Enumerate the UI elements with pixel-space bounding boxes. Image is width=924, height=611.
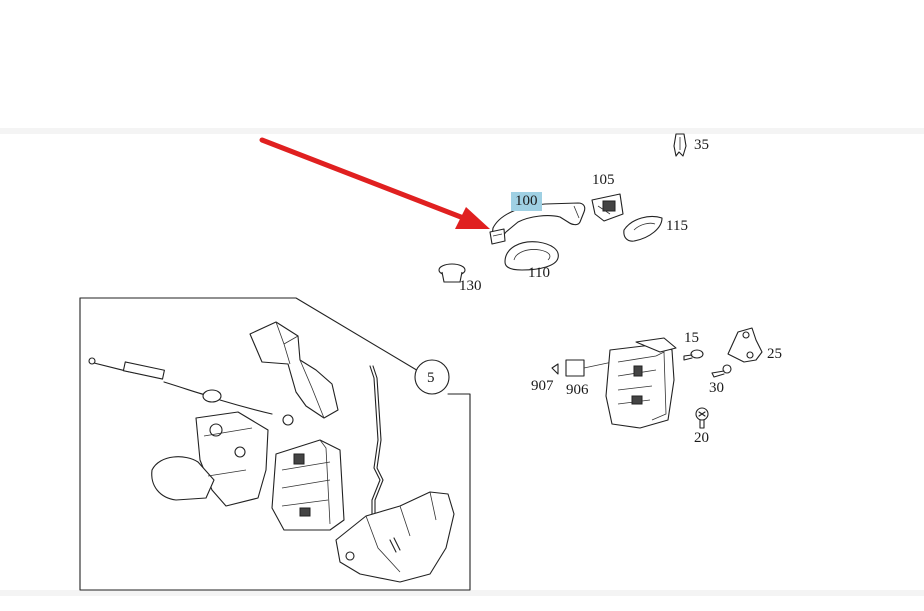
group-5-rod	[369, 365, 384, 515]
part-20-screw	[695, 407, 709, 429]
faint-band	[0, 128, 924, 134]
faint-band	[0, 590, 924, 596]
part-100-door-handle	[489, 202, 586, 245]
part-label-20: 20	[694, 430, 709, 446]
group-5-box	[79, 297, 471, 591]
part-130-plug	[438, 263, 466, 283]
part-110-gasket	[504, 241, 559, 271]
part-label-100: 100	[511, 192, 542, 211]
part-label-906: 906	[566, 382, 589, 398]
part-label-15: 15	[684, 330, 699, 346]
part-25-striker	[727, 327, 763, 363]
part-label-25: 25	[767, 346, 782, 362]
part-105-cap	[591, 193, 624, 222]
group-5-lower-bracket	[335, 491, 455, 583]
part-label-907: 907	[531, 378, 554, 394]
group-5-lock-body	[271, 439, 345, 531]
pointer-arrow	[259, 137, 490, 229]
part-15-screw	[683, 349, 704, 361]
part-906-907-connector	[551, 356, 637, 377]
part-label-110: 110	[528, 265, 550, 281]
part-label-130: 130	[459, 278, 482, 294]
part-lock-assembly	[605, 337, 677, 429]
group-5-upper-bracket	[249, 321, 339, 419]
group-5-cable	[88, 357, 294, 426]
group-5-lever-mechanism	[151, 411, 269, 507]
part-label-105: 105	[592, 172, 615, 188]
part-115-gasket	[623, 215, 663, 242]
part-label-35: 35	[694, 137, 709, 153]
group-label-5: 5	[427, 370, 435, 386]
part-label-115: 115	[666, 218, 688, 234]
part-label-30: 30	[709, 380, 724, 396]
part-35-clip	[673, 133, 687, 157]
part-30-screw	[711, 364, 732, 378]
